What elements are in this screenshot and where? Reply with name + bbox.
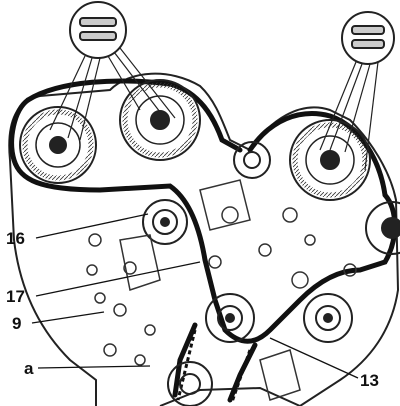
callout-9: 9 — [12, 314, 21, 333]
callout-a: a — [24, 359, 34, 378]
left-camshaft-sprocket-2 — [119, 79, 201, 161]
tensioner-pulley — [142, 199, 188, 245]
callout-leaders — [31, 213, 359, 379]
callout-16: 16 — [6, 229, 25, 248]
idler-pulley-upper — [233, 141, 271, 179]
idler-pulley-lower-left — [205, 293, 255, 343]
right-edge-sprocket — [365, 201, 400, 255]
detail-magnifier-left — [69, 1, 127, 59]
callout-13: 13 — [360, 371, 379, 390]
left-camshaft-sprocket-1 — [19, 106, 97, 184]
belt-tooth-strip — [176, 329, 197, 401]
magnifier-leader-lines — [49, 47, 379, 171]
detail-magnifier-right — [341, 11, 395, 65]
idler-pulley-lower-right — [303, 293, 353, 343]
right-camshaft-sprocket — [289, 119, 371, 201]
bolts-and-bosses — [86, 179, 357, 401]
belt-tooth-strip — [230, 349, 252, 403]
crankshaft-sprocket — [167, 361, 213, 406]
callout-17: 17 — [6, 287, 25, 306]
